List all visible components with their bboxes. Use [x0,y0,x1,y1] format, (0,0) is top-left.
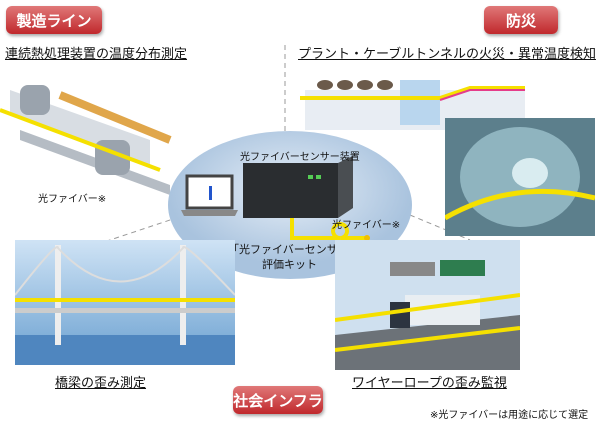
device-label: 光ファイバーセンサー装置 [240,152,360,163]
center-fiber-label: 光ファイバー※ [332,220,401,231]
footnote: ※光ファイバーは用途に応じて選定 [430,410,589,421]
badge-label: 社会インフラ [233,391,323,410]
title-heat-treatment: 連続熱処理装置の温度分布測定 [5,47,188,62]
kit-label-line2: 評価キット [262,258,317,271]
heat-treatment-illustration [0,85,172,195]
category-badge-disaster: 防災 [484,6,558,34]
title-wire-rope: ワイヤーロープの歪み監視 [352,376,507,391]
title-bridge: 橋梁の歪み測定 [55,376,147,391]
sensor-device-icon [243,163,338,218]
left-fiber-label: 光ファイバー※ [38,194,107,205]
bridge-illustration [15,240,235,365]
badge-label: 防災 [505,11,536,30]
laptop-icon [185,174,234,210]
plant-illustration [300,80,525,130]
tunnel-illustration [445,118,595,236]
title-fire-detection: プラント・ケーブルトンネルの火災・異常温度検知 [298,47,596,62]
highway-illustration [335,240,520,370]
category-badge-manufacturing: 製造ライン [6,6,102,34]
badge-label: 製造ライン [16,11,92,30]
kit-label-line1: 「光ファイバーセンサー」 [228,243,360,256]
category-badge-infrastructure: 社会インフラ [233,386,323,414]
